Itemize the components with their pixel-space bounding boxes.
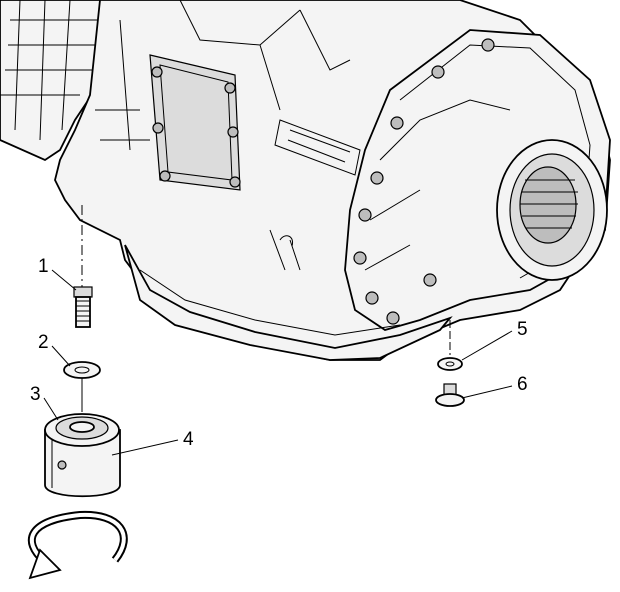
- callout-2: 2: [38, 332, 49, 353]
- bolt-icon: [159, 170, 171, 182]
- flange-bolts: [353, 38, 495, 325]
- transmission-housing: [0, 0, 611, 361]
- rotation-arrow-icon: [27, 510, 128, 580]
- drain-plug: [435, 383, 465, 407]
- bolt-icon: [229, 176, 241, 188]
- callout-6: 6: [517, 374, 528, 395]
- callout-3: 3: [30, 384, 41, 405]
- washer: [63, 361, 101, 379]
- callout-4: 4: [183, 429, 194, 450]
- callout-1: 1: [38, 256, 49, 277]
- oil-filter: [44, 413, 121, 498]
- drain-plug-stud: [73, 286, 93, 328]
- callout-5: 5: [517, 319, 528, 340]
- bolt-icon: [151, 66, 163, 78]
- bolt-icon: [227, 126, 239, 138]
- leader-lines: [43, 269, 513, 456]
- bolt-icon: [224, 82, 236, 94]
- drain-washer: [437, 357, 463, 371]
- bolt-icon: [152, 122, 164, 134]
